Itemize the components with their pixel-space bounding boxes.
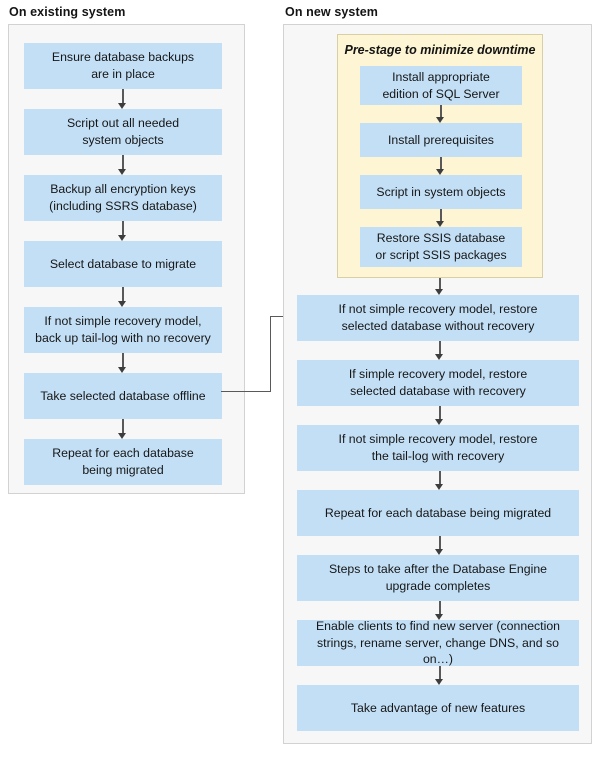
process-box-repeat-each-database[interactable]: Repeat for each database being migrated: [24, 439, 222, 485]
box-line-2: strings, rename server, change DNS, and …: [317, 635, 559, 667]
arrow-down-3: [117, 221, 128, 241]
process-box-backup-encryption-keys[interactable]: Backup all encryption keys (including SS…: [24, 175, 222, 221]
process-box-take-advantage-new-features[interactable]: Take advantage of new features: [297, 685, 579, 731]
box-line-1: Take advantage of new features: [350, 700, 526, 715]
process-box-repeat-each-database-new[interactable]: Repeat for each database being migrated: [297, 490, 579, 536]
process-box-take-database-offline[interactable]: Take selected database offline: [24, 373, 222, 419]
arrow-down-2: [117, 155, 128, 175]
box-line-1: If simple recovery model, restore: [348, 367, 528, 382]
arrow-down-prestage-1: [435, 105, 446, 123]
box-line-1: If not simple recovery model,: [44, 314, 202, 329]
box-line-2: selected database without recovery: [341, 319, 535, 333]
process-box-restore-ssis-database[interactable]: Restore SSIS database or script SSIS pac…: [360, 227, 522, 267]
box-line-2: are in place: [91, 67, 155, 81]
box-line-1: If not simple recovery model, restore: [338, 302, 538, 317]
arrow-down-prestage-exit: [434, 278, 445, 295]
box-line-1: Steps to take after the Database Engine: [328, 562, 548, 577]
panel-existing-system: Ensure database backups are in place Scr…: [8, 24, 245, 494]
process-box-backup-tail-log-no-recovery[interactable]: If not simple recovery model, back up ta…: [24, 307, 222, 353]
process-box-steps-after-upgrade[interactable]: Steps to take after the Database Engine …: [297, 555, 579, 601]
arrow-down-prestage-3: [435, 209, 446, 227]
process-box-ensure-database-backups[interactable]: Ensure database backups are in place: [24, 43, 222, 89]
arrow-down-prestage-2: [435, 157, 446, 175]
box-line-1: If not simple recovery model, restore: [338, 432, 538, 447]
arrow-down-1: [117, 89, 128, 109]
process-box-restore-tail-log-with-recovery[interactable]: If not simple recovery model, restore th…: [297, 425, 579, 471]
process-box-select-database-to-migrate[interactable]: Select database to migrate: [24, 241, 222, 287]
prestage-group-title: Pre-stage to minimize downtime: [344, 43, 536, 57]
arrow-down-6: [117, 419, 128, 439]
box-line-2: the tail-log with recovery: [371, 449, 505, 463]
box-line-2: system objects: [82, 133, 164, 147]
arrow-down-new-2: [434, 406, 445, 425]
box-line-1: Take selected database offline: [40, 388, 206, 403]
box-line-2: back up tail-log with no recovery: [35, 331, 211, 345]
box-line-2: being migrated: [82, 463, 164, 477]
box-line-1: Backup all encryption keys: [50, 182, 196, 197]
prestage-group: Pre-stage to minimize downtime Install a…: [337, 34, 543, 278]
connector-segment-vertical: [269, 315, 272, 392]
column-title-new-system: On new system: [285, 5, 378, 19]
box-line-1: Install prerequisites: [388, 132, 494, 147]
box-line-2: selected database with recovery: [350, 384, 526, 398]
process-box-restore-without-recovery[interactable]: If not simple recovery model, restore se…: [297, 295, 579, 341]
connector-segment-horizontal-upper: [269, 315, 292, 318]
process-box-install-prerequisites[interactable]: Install prerequisites: [360, 123, 522, 157]
box-line-1: Repeat for each database being migrated: [324, 505, 552, 520]
arrow-down-4: [117, 287, 128, 307]
box-line-1: Restore SSIS database: [376, 231, 506, 246]
arrow-down-new-5: [434, 601, 445, 620]
box-line-1: Repeat for each database: [52, 446, 194, 461]
process-box-restore-with-recovery[interactable]: If simple recovery model, restore select…: [297, 360, 579, 406]
box-line-2: or script SSIS packages: [375, 248, 507, 262]
process-box-install-sql-server-edition[interactable]: Install appropriate edition of SQL Serve…: [360, 66, 522, 105]
process-box-script-out-system-objects[interactable]: Script out all needed system objects: [24, 109, 222, 155]
box-line-1: Enable clients to find new server (conne…: [315, 619, 561, 634]
box-line-1: Install appropriate: [392, 69, 490, 84]
panel-new-system: Pre-stage to minimize downtime Install a…: [283, 24, 592, 744]
box-line-1: Select database to migrate: [49, 256, 197, 271]
arrow-down-new-3: [434, 471, 445, 490]
arrow-down-new-4: [434, 536, 445, 555]
box-line-2: (including SSRS database): [49, 199, 197, 213]
box-line-1: Script out all needed: [66, 116, 180, 131]
column-title-existing-system: On existing system: [9, 5, 126, 19]
box-line-1: Ensure database backups: [51, 50, 195, 65]
connector-segment-horizontal-lower: [221, 390, 271, 393]
box-line-2: edition of SQL Server: [382, 86, 500, 101]
box-line-2: upgrade completes: [385, 579, 491, 593]
arrow-down-5: [117, 353, 128, 373]
process-box-script-in-system-objects[interactable]: Script in system objects: [360, 175, 522, 209]
box-line-1: Script in system objects: [376, 184, 506, 199]
process-box-enable-clients-find-new-server[interactable]: Enable clients to find new server (conne…: [297, 619, 579, 667]
arrow-down-new-6: [434, 666, 445, 685]
arrow-down-new-1: [434, 341, 445, 360]
